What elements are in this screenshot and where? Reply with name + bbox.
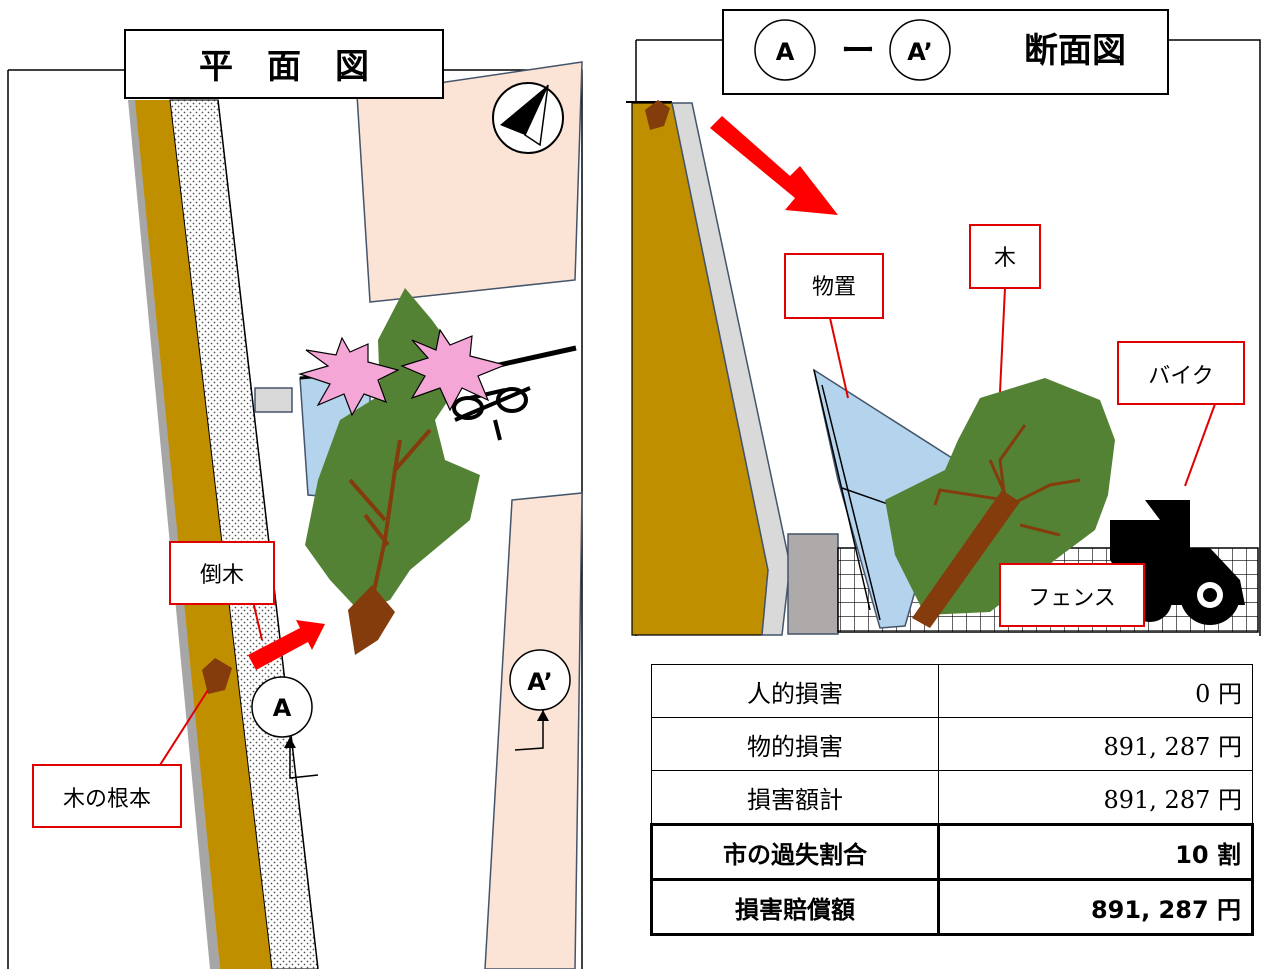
section-marker-a-prime: A’ bbox=[509, 649, 571, 751]
label-tree-box bbox=[969, 224, 1041, 289]
section-tree-trunk bbox=[912, 490, 1020, 628]
section-view: 物置 木 バイク フェンス A ー A’ 断面図 bbox=[626, 9, 1261, 636]
plan-tree-root-mark bbox=[202, 658, 232, 694]
label-shed-box bbox=[784, 253, 884, 319]
table-cell-label: 市の過失割合 bbox=[650, 823, 940, 881]
table-row: 損害賠償額 891, 287 円 bbox=[650, 878, 1254, 936]
label-fallen-tree-box bbox=[169, 541, 275, 605]
label-tree: 木 bbox=[994, 246, 1016, 271]
svg-text:断面図: 断面図 bbox=[1024, 31, 1126, 71]
damage-table: 人的損害 0 円 物的損害 891, 287 円 損害額計 891, 287 円… bbox=[650, 664, 1254, 936]
plan-fall-direction-arrow bbox=[248, 620, 325, 670]
north-arrow-icon bbox=[492, 82, 564, 154]
plan-view: 倒木 木の根本 A A’ 平 面 図 bbox=[7, 29, 583, 969]
impact-burst-icon bbox=[297, 336, 400, 417]
table-row: 損害額計 891, 287 円 bbox=[651, 770, 1253, 825]
section-gutter bbox=[671, 102, 791, 636]
label-tree-root-box bbox=[32, 764, 182, 828]
section-tree-root-mark bbox=[645, 100, 670, 130]
label-fence: フェンス bbox=[1028, 586, 1116, 611]
svg-text:ー: ー bbox=[841, 31, 875, 71]
table-cell-value: 891, 287 円 bbox=[938, 717, 1253, 771]
table-cell-value: 10 割 bbox=[937, 823, 1254, 881]
label-tree-root: 木の根本 bbox=[63, 787, 151, 812]
table-cell-label: 損害額計 bbox=[651, 770, 939, 825]
table-row: 物的損害 891, 287 円 bbox=[651, 717, 1253, 771]
section-fall-direction-arrow bbox=[710, 116, 838, 215]
table-cell-label: 損害賠償額 bbox=[650, 878, 940, 936]
section-title: A ー A’ 断面図 bbox=[754, 19, 1126, 81]
impact-burst-icon bbox=[400, 328, 507, 412]
table-cell-value: 891, 287 円 bbox=[937, 878, 1254, 936]
table-cell-value: 0 円 bbox=[938, 664, 1253, 718]
table-row: 人的損害 0 円 bbox=[651, 664, 1253, 718]
plan-tree-root-ball bbox=[348, 585, 395, 655]
plan-gravel-strip bbox=[169, 99, 319, 969]
plan-title: 平 面 図 bbox=[199, 47, 369, 87]
plan-fallen-tree-canopy bbox=[305, 288, 480, 612]
table-cell-label: 物的損害 bbox=[651, 717, 939, 771]
label-fence-box bbox=[999, 563, 1145, 627]
plan-tree-branches bbox=[348, 428, 432, 601]
svg-text:A: A bbox=[776, 38, 795, 66]
svg-text:A: A bbox=[273, 694, 292, 722]
label-shed: 物置 bbox=[812, 275, 856, 300]
plan-slope bbox=[135, 100, 272, 969]
plan-utility-box bbox=[254, 387, 293, 413]
table-row: 市の過失割合 10 割 bbox=[650, 823, 1254, 881]
plan-motorbike-icon bbox=[452, 386, 531, 441]
section-marker-a: A bbox=[251, 676, 319, 779]
label-bike-box bbox=[1117, 341, 1245, 405]
svg-text:A’: A’ bbox=[907, 38, 933, 66]
plan-title-box bbox=[124, 29, 444, 99]
section-utility-box bbox=[787, 533, 839, 635]
table-cell-value: 891, 287 円 bbox=[938, 770, 1253, 825]
plan-curb-edge bbox=[128, 100, 220, 969]
table-cell-label: 人的損害 bbox=[651, 664, 939, 718]
label-bike: バイク bbox=[1148, 364, 1214, 389]
plan-building-south bbox=[484, 492, 583, 969]
label-fallen-tree: 倒木 bbox=[200, 563, 244, 588]
svg-text:A’: A’ bbox=[527, 668, 553, 696]
